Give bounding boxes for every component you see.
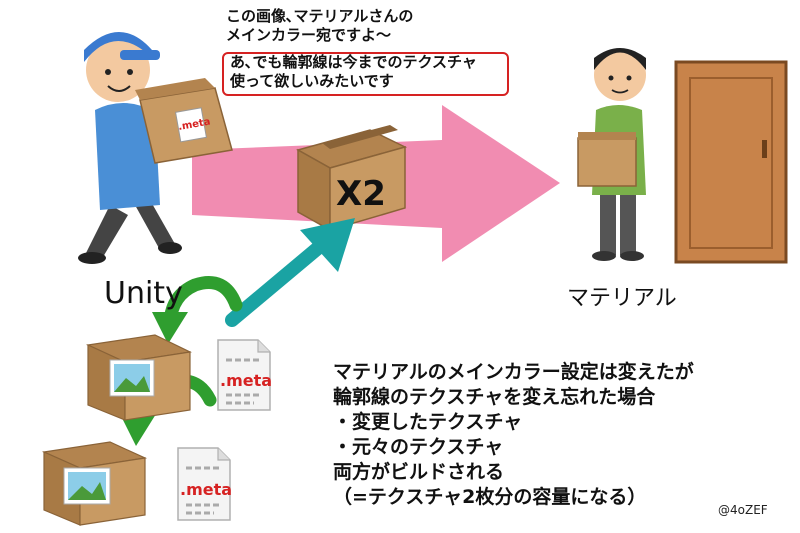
x2-parcel-box: X2 xyxy=(296,125,408,232)
speech-highlight-box xyxy=(222,52,509,96)
meta-label-bottom: .meta xyxy=(180,480,232,499)
parcel-box-unity: .meta xyxy=(135,78,233,164)
parcel-box-material xyxy=(577,132,637,187)
meta-label-top: .meta xyxy=(220,371,272,390)
explanation-line: 輪郭線のテクスチャを変え忘れた場合 xyxy=(333,386,656,408)
speech-text-highlighted: あ､でも輪郭線は今までのテクスチャ 使って欲しいみたいです xyxy=(230,53,477,91)
explanation-line: （=テクスチャ2枚分の容量になる） xyxy=(333,486,647,508)
texture-box-bottom xyxy=(41,441,148,526)
explanation-text: マテリアルのメインカラー設定は変えたが 輪郭線のテクスチャを変え忘れた場合 ・変… xyxy=(333,360,694,510)
x2-label: X2 xyxy=(336,174,386,214)
teal-arrow xyxy=(225,218,355,327)
door-icon xyxy=(674,60,788,264)
meta-file-icon-bottom: .meta xyxy=(177,447,232,521)
speech-line-2: メインカラー宛ですよ～ xyxy=(226,26,392,44)
speech-line-4: 使って欲しいみたいです xyxy=(230,72,394,90)
texture-box-top xyxy=(85,334,192,421)
speech-line-1: この画像､マテリアルさんの xyxy=(226,7,414,25)
explanation-line: 両方がビルドされる xyxy=(333,461,505,483)
explanation-line: マテリアルのメインカラー設定は変えたが xyxy=(333,361,694,383)
unity-label: Unity xyxy=(104,276,183,311)
meta-file-icon-top: .meta xyxy=(217,339,272,411)
author-credit: @4oZEF xyxy=(718,503,768,517)
speech-line-3: あ､でも輪郭線は今までのテクスチャ xyxy=(230,53,477,71)
green-curved-arrow-top xyxy=(152,276,243,344)
explanation-line: ・変更したテクスチャ xyxy=(333,411,523,433)
speech-text-top: この画像､マテリアルさんの メインカラー宛ですよ～ xyxy=(226,7,413,45)
material-worker-figure xyxy=(592,48,646,261)
unity-worker-figure xyxy=(78,32,182,264)
material-label: マテリアル xyxy=(567,286,677,311)
explanation-line: ・元々のテクスチャ xyxy=(333,436,504,458)
